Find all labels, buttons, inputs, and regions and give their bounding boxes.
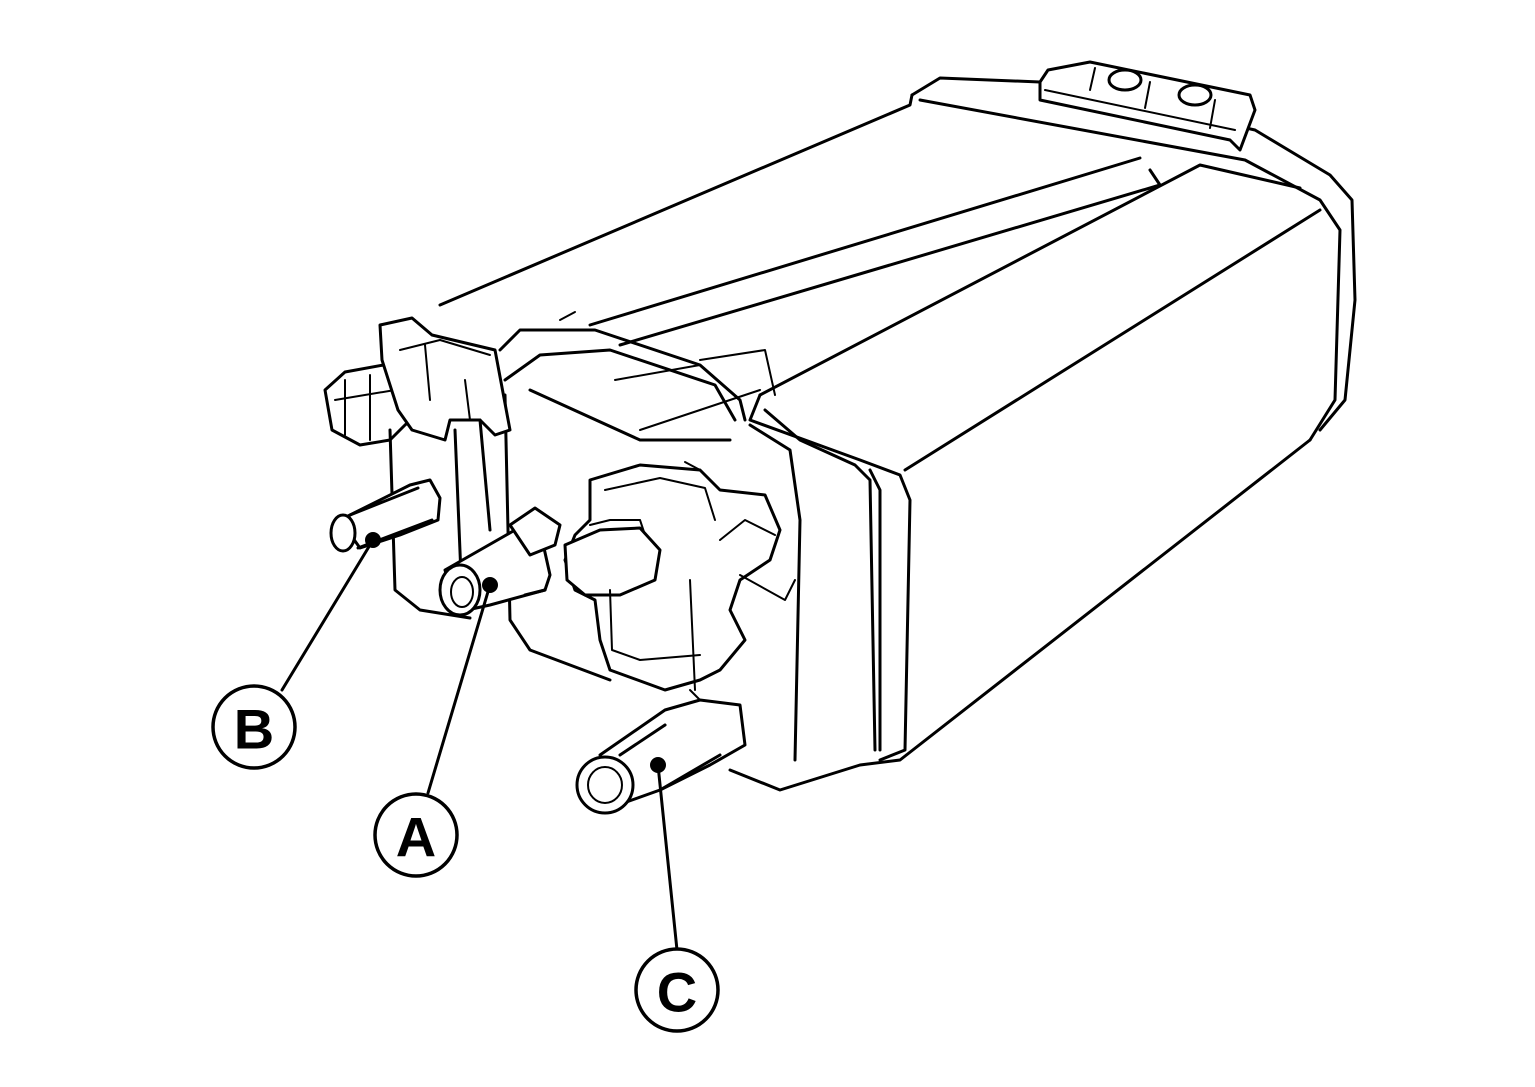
port-a [438, 506, 562, 617]
leader-line-a [426, 583, 492, 795]
leader-line-c [656, 763, 679, 952]
callout-a-label: A [396, 806, 436, 869]
callout-b: B [211, 684, 297, 770]
callout-b-label: B [234, 698, 274, 761]
canister-body [438, 76, 1357, 792]
callout-a: A [373, 792, 459, 878]
purge-valve-connector [563, 461, 796, 692]
leader-lines [280, 538, 679, 952]
port-b [329, 478, 442, 553]
left-connector [323, 316, 512, 620]
callout-c: C [634, 947, 720, 1033]
leader-line-b [280, 538, 375, 692]
port-c [575, 689, 747, 815]
callout-c-label: C [657, 961, 697, 1024]
rear-mounting-bracket [1038, 60, 1257, 152]
